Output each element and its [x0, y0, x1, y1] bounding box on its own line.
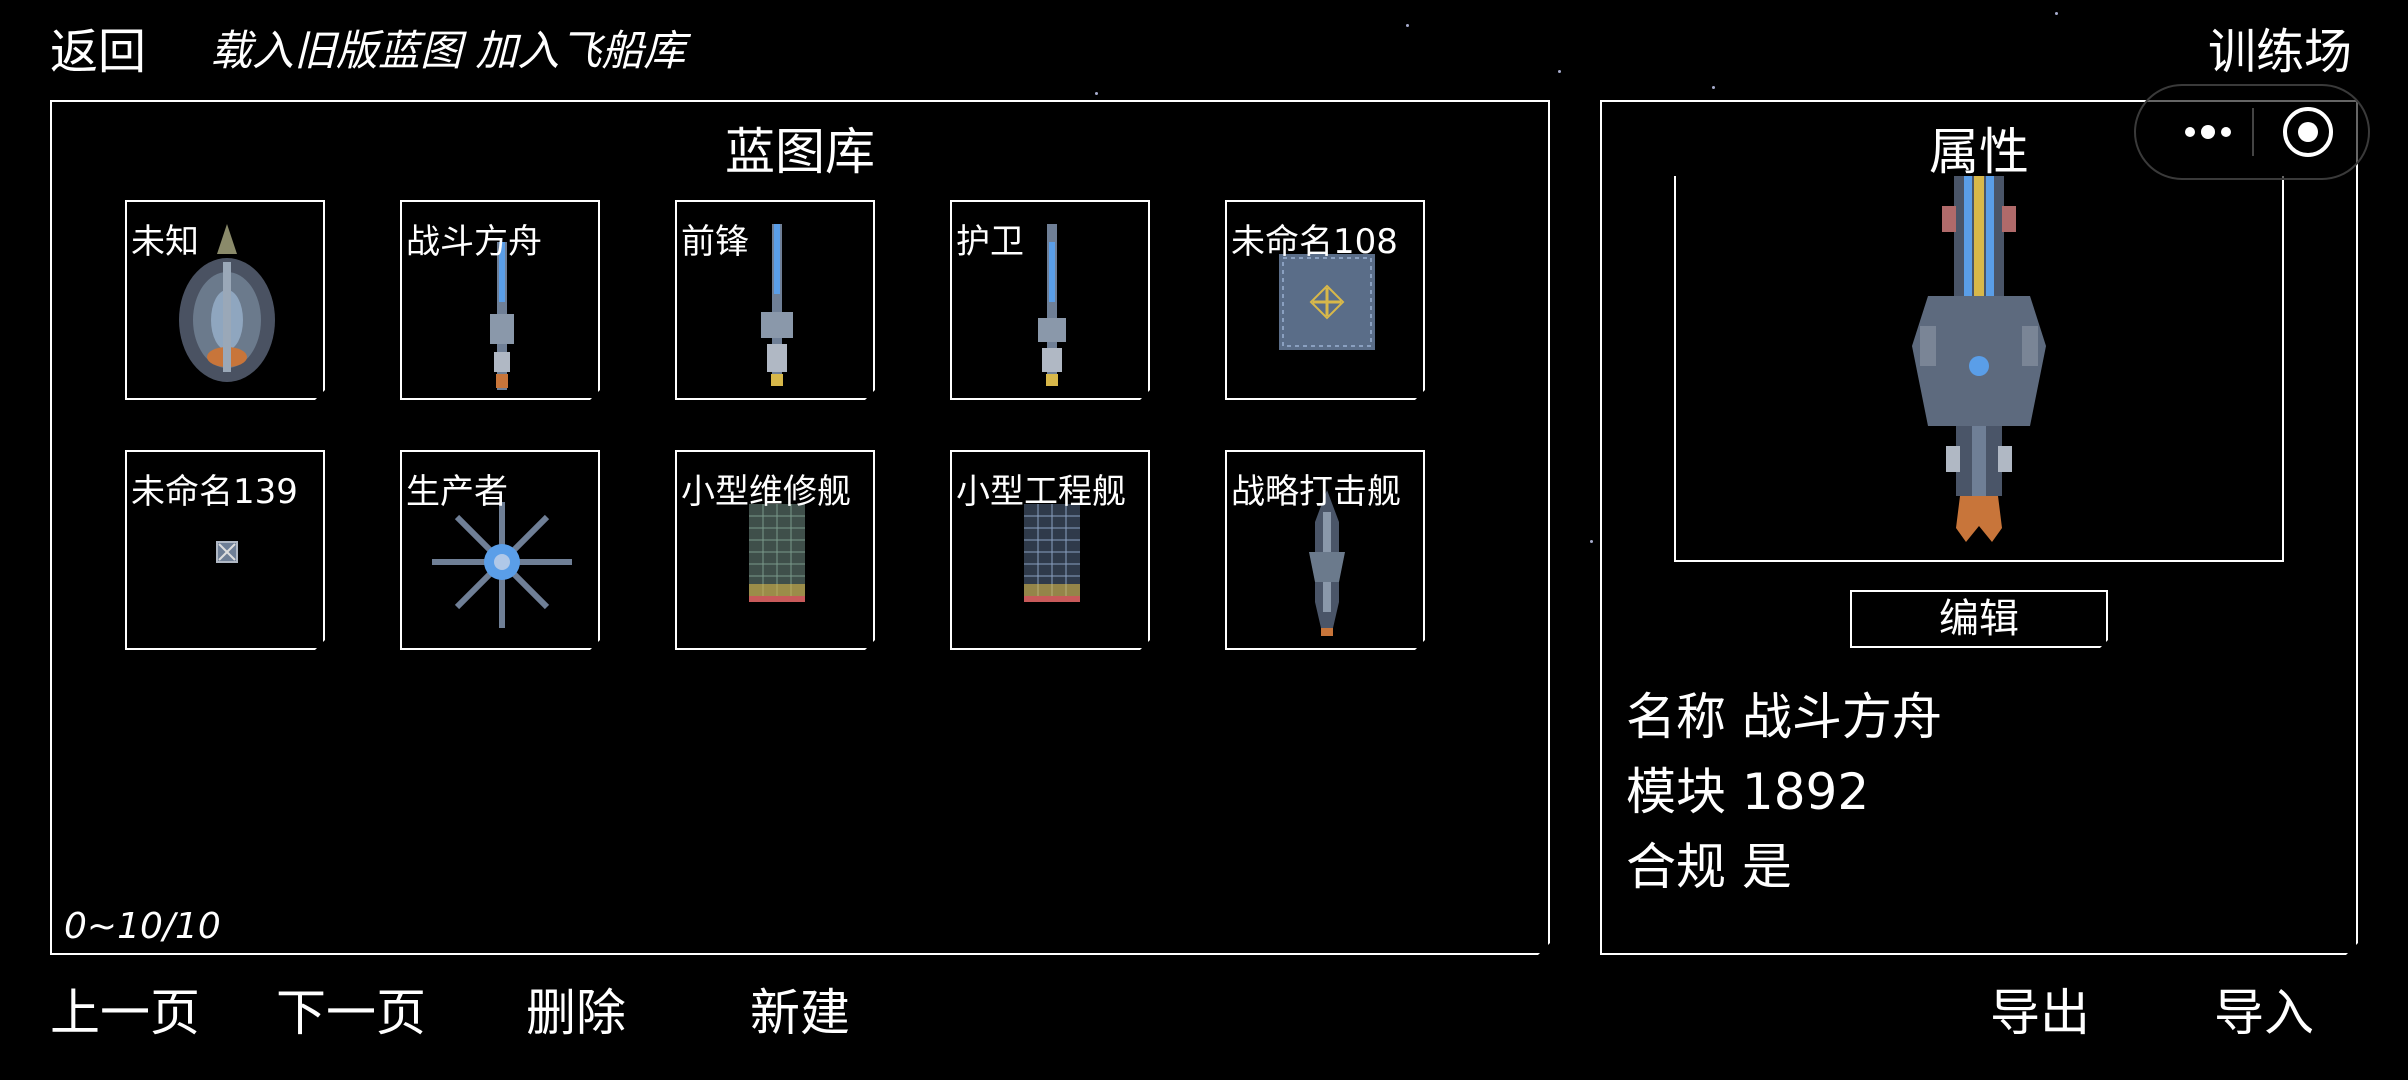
- more-dots-icon[interactable]: [2164, 108, 2254, 156]
- blueprint-card-unnamed-139[interactable]: 未命名139: [125, 450, 325, 650]
- blueprint-name: 小型维修舰: [681, 472, 851, 512]
- ship-thumbnail: [402, 452, 602, 652]
- library-title: 蓝图库: [725, 123, 875, 181]
- star: [1558, 70, 1561, 73]
- blueprint-name: 未命名108: [1231, 222, 1398, 262]
- blueprint-name: 未知: [131, 222, 199, 262]
- target-circle-icon[interactable]: [2280, 104, 2336, 160]
- blueprint-name: 护卫: [956, 222, 1024, 262]
- blueprint-card-producer[interactable]: 生产者: [400, 450, 600, 650]
- export-button[interactable]: 导出: [1990, 984, 2090, 1042]
- ship-thumbnail: [952, 452, 1152, 652]
- page-info: 0~10/10: [64, 906, 221, 947]
- new-button[interactable]: 新建: [750, 984, 850, 1042]
- attribute-modules: 模块 1892: [1626, 763, 1870, 821]
- blueprint-name: 生产者: [406, 472, 508, 512]
- attribute-compliant: 合规 是: [1626, 838, 1792, 896]
- prev-page-button[interactable]: 上一页: [50, 984, 200, 1042]
- import-button[interactable]: 导入: [2214, 984, 2314, 1042]
- ship-thumbnail: [127, 452, 327, 652]
- ship-thumbnail: [677, 202, 877, 402]
- star: [2055, 12, 2058, 15]
- next-page-button[interactable]: 下一页: [276, 984, 426, 1042]
- attribute-name: 名称 战斗方舟: [1626, 688, 1942, 746]
- star: [1406, 24, 1409, 27]
- ship-thumbnail: [952, 202, 1152, 402]
- blueprint-name: 前锋: [681, 222, 749, 262]
- blueprint-card-battle-ark[interactable]: 战斗方舟: [400, 200, 600, 400]
- training-ground-button[interactable]: 训练场: [2208, 24, 2353, 80]
- delete-button[interactable]: 删除: [526, 984, 626, 1042]
- ship-thumbnail: [402, 202, 602, 402]
- star: [1712, 86, 1715, 89]
- ship-thumbnail: [127, 202, 327, 402]
- blueprint-card-unnamed-108[interactable]: 未命名108: [1225, 200, 1425, 400]
- star: [1590, 540, 1593, 543]
- ship-thumbnail: [1227, 452, 1427, 652]
- capsule-divider: [2252, 108, 2254, 156]
- blueprint-card-escort[interactable]: 护卫: [950, 200, 1150, 400]
- blueprint-card-small-engineering-ship[interactable]: 小型工程舰: [950, 450, 1150, 650]
- blueprint-name: 小型工程舰: [956, 472, 1126, 512]
- load-legacy-blueprint-button[interactable]: 载入旧版蓝图 加入飞船库: [210, 26, 686, 75]
- blueprint-card-vanguard[interactable]: 前锋: [675, 200, 875, 400]
- ship-preview-frame: [1674, 176, 2284, 562]
- ship-thumbnail: [1227, 202, 1427, 402]
- blueprint-name: 战略打击舰: [1231, 472, 1401, 512]
- blueprint-library-panel: 蓝图库 0~10/10: [50, 100, 1550, 955]
- mini-program-capsule: [2134, 84, 2370, 180]
- blueprint-name: 未命名139: [131, 472, 298, 512]
- attributes-title: 属性: [1929, 123, 2029, 181]
- ship-thumbnail: [677, 452, 877, 652]
- star: [1095, 92, 1098, 95]
- blueprint-card-small-repair-ship[interactable]: 小型维修舰: [675, 450, 875, 650]
- edit-button[interactable]: 编辑: [1850, 590, 2108, 648]
- blueprint-card-strategic-strike-ship[interactable]: 战略打击舰: [1225, 450, 1425, 650]
- back-button[interactable]: 返回: [50, 24, 147, 80]
- blueprint-name: 战斗方舟: [406, 222, 542, 262]
- ship-preview: [1912, 176, 2046, 542]
- attributes-panel: 属性: [1600, 100, 2358, 955]
- blueprint-card-unknown[interactable]: 未知: [125, 200, 325, 400]
